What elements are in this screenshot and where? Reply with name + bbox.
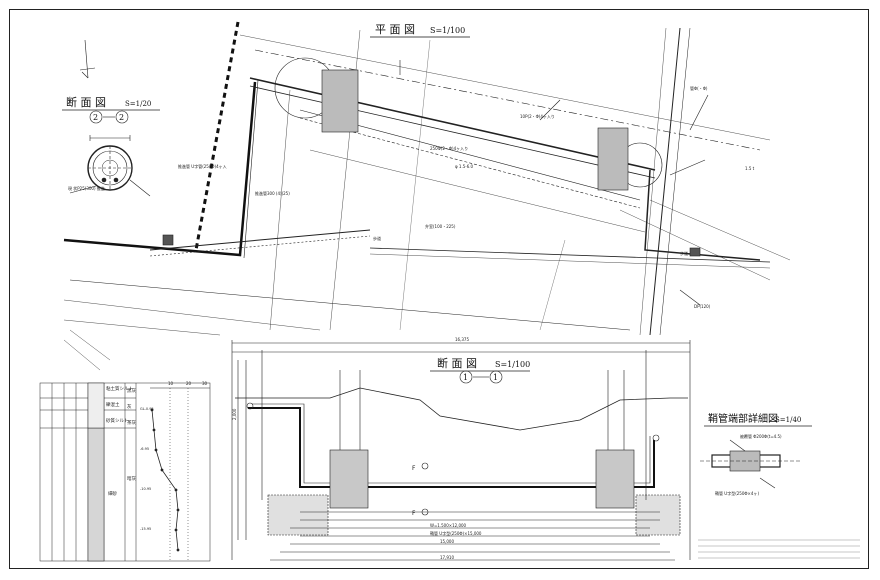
plan-title: 平 面 図: [375, 23, 415, 36]
pit-hatch: [597, 127, 629, 191]
detail-title: 鞘管端部詳細図: [708, 412, 778, 425]
svg-text:10P(2・Φ)4ヶ入り: 10P(2・Φ)4ヶ入り: [520, 113, 555, 119]
svg-text:推進管 U字管(250Φ)4ヶ入: 推進管 U字管(250Φ)4ヶ入: [178, 163, 227, 169]
svg-text:15,000: 15,000: [440, 539, 454, 544]
drawing-border: [9, 9, 869, 569]
svg-text:F: F: [412, 465, 416, 472]
svg-text:鞘管 U字型(250Φ)×15,000: 鞘管 U字型(250Φ)×15,000: [430, 530, 482, 536]
svg-text:16,375: 16,375: [455, 337, 469, 342]
svg-text:20: 20: [186, 381, 192, 386]
svg-text:W=1.500×12,000: W=1.500×12,000: [430, 523, 467, 528]
svg-text:礫混土: 礫混土: [106, 401, 120, 408]
svg-text:1.5 t: 1.5 t: [745, 166, 755, 171]
section22-title: 断 面 図: [66, 95, 106, 109]
svg-text:30: 30: [202, 381, 208, 386]
svg-text:GL-0.95: GL-0.95: [140, 407, 154, 411]
svg-text:被覆管 Φ200Φ(t=4.5): 被覆管 Φ200Φ(t=4.5): [740, 433, 782, 439]
svg-text:250Φ(2・Φ)4ヶ入り: 250Φ(2・Φ)4ヶ入り: [430, 145, 468, 151]
svg-text:灰: 灰: [127, 403, 132, 410]
svg-text:管Φ(・Φ): 管Φ(・Φ): [690, 85, 708, 91]
svg-text:-15.95: -15.95: [140, 527, 151, 531]
section11-title: 断 面 図: [437, 356, 477, 370]
svg-text:17,910: 17,910: [440, 555, 454, 560]
pit-hatch: [321, 69, 359, 133]
svg-text:暗灰: 暗灰: [127, 475, 136, 482]
svg-text:細砂: 細砂: [108, 490, 117, 497]
svg-text:粘土質シルト: 粘土質シルト: [106, 385, 133, 392]
svg-text:-10.95: -10.95: [140, 487, 151, 491]
section11-scale: S=1/100: [495, 360, 530, 369]
svg-text:歩道: 歩道: [680, 250, 688, 256]
svg-text:茶灰: 茶灰: [127, 419, 136, 426]
svg-text:現 状P25(300) 推進: 現 状P25(300) 推進: [68, 185, 105, 191]
svg-text:弁室(100・225): 弁室(100・225): [425, 223, 456, 229]
svg-text:1: 1: [493, 373, 498, 382]
svg-text:黒灰: 黒灰: [127, 387, 136, 394]
svg-text:F: F: [412, 510, 416, 517]
detail-scale: S=1/40: [775, 416, 801, 424]
svg-text:DP(120): DP(120): [694, 304, 711, 309]
svg-text:1: 1: [463, 373, 468, 382]
svg-text:φ 1.5-6.0: φ 1.5-6.0: [455, 164, 474, 169]
svg-text:2,000: 2,000: [232, 408, 237, 420]
svg-text:10: 10: [168, 381, 174, 386]
svg-text:2: 2: [93, 113, 98, 122]
n-value-line: [151, 409, 179, 551]
svg-text:歩道: 歩道: [373, 235, 381, 241]
svg-text:推進管300 (4)(25): 推進管300 (4)(25): [255, 190, 290, 196]
svg-text:2: 2: [119, 113, 124, 122]
north-arrow-icon: [79, 39, 96, 79]
plan-scale: S=1/100: [430, 26, 465, 35]
svg-text:-6.95: -6.95: [140, 447, 149, 451]
svg-text:鞘管 U字型(250Φ×4ヶ): 鞘管 U字型(250Φ×4ヶ): [715, 490, 759, 496]
section22-scale: S=1/20: [125, 100, 151, 108]
svg-text:砂質シルト: 砂質シルト: [106, 417, 129, 424]
